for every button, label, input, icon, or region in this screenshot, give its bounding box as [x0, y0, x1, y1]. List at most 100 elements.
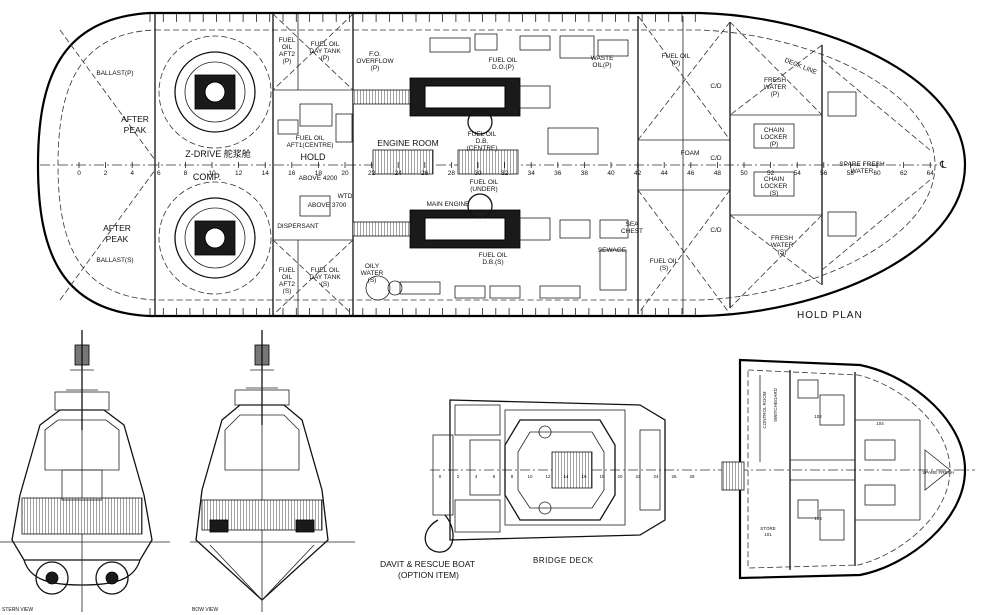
frame-number: 28: [448, 170, 456, 177]
bridge-frame-number: 18: [599, 474, 605, 479]
z-drive-label: Z-DRIVE 舵浆舱: [185, 148, 251, 159]
davit-label-2: (OPTION ITEM): [398, 570, 459, 580]
fw-s-3: (S): [778, 249, 787, 256]
frame-number: 64: [927, 170, 935, 177]
fo-aft2-p-4: (P): [283, 58, 292, 65]
bridge-frame-number: 10: [527, 474, 533, 479]
cl-p-2: LOCKER: [761, 134, 788, 141]
fo-do-p-1: FUEL OIL: [489, 57, 518, 64]
bridge-frame-number: 14: [563, 474, 569, 479]
bridge-frame-number: 4: [475, 474, 478, 479]
frame-number: 60: [873, 170, 881, 177]
fo-aft2-s-4: (S): [283, 288, 292, 295]
hold-plan-labels: BALLAST(P) BALLAST(S) AFTER PEAK AFTER P…: [96, 37, 885, 295]
frame-number: 10: [208, 170, 216, 177]
fo-aft2-p-3: AFT2: [279, 51, 295, 58]
frame-number: 30: [474, 170, 482, 177]
stern-view-label: STERN VIEW: [2, 607, 33, 613]
after-peak-top-l2: PEAK: [124, 125, 147, 135]
cd-label-1: C/D: [710, 83, 722, 90]
fw-p-3: (P): [771, 91, 780, 98]
bridge-frame-number: 28: [689, 474, 695, 479]
frame-number: 38: [581, 170, 589, 177]
bridge-frame-number: 24: [653, 474, 659, 479]
after-peak-top-l1: AFTER: [121, 114, 149, 124]
fw-s-2: WATER: [771, 242, 794, 249]
fo-day-s-1: FUEL OIL: [311, 267, 340, 274]
frame-number: 42: [634, 170, 642, 177]
fw-p-2: WATER: [764, 84, 787, 91]
frame-number: 0: [77, 170, 81, 177]
z-drive-port: [158, 35, 272, 149]
fw-p-1: FRESH: [764, 77, 786, 84]
frame-number: 22: [368, 170, 376, 177]
frame-number: 24: [395, 170, 403, 177]
frame-number: 52: [767, 170, 775, 177]
fo-aft2-p-1: FUEL: [279, 37, 296, 44]
control-room-label: CONTROL ROOM: [762, 391, 767, 428]
fo-db-3: (CENTRE): [466, 145, 497, 152]
room-101: 101: [764, 532, 772, 537]
frame-number: 8: [184, 170, 188, 177]
fo-fwd-p-2: (P): [672, 60, 681, 67]
fo-aft2-p-2: OIL: [282, 44, 293, 51]
frame-number: 56: [820, 170, 828, 177]
main-deck-plan: STORE 101 102 103 104 SWITCHBOARD CONTRO…: [720, 358, 975, 580]
spare-fw-2: WATER: [851, 168, 874, 175]
generator-1: [372, 149, 434, 175]
fw-s-1: FRESH: [771, 235, 793, 242]
frame-number: 58: [847, 170, 855, 177]
above-3700-label: ABOVE 3700: [308, 202, 347, 209]
oily-water-1: OILY: [365, 263, 380, 270]
shaft-starboard: [352, 221, 414, 237]
spare-fw-1: SPARE FRESH: [839, 161, 885, 168]
fo-do-p-2: D.O.(P): [492, 64, 514, 71]
frame-number: 4: [130, 170, 134, 177]
deck-line: [57, 29, 936, 301]
ballast-p-label: BALLAST(P): [96, 70, 133, 77]
frame-number: 62: [900, 170, 908, 177]
fo-under-2: (UNDER): [470, 186, 497, 193]
fo-day-p-3: (P): [321, 55, 330, 62]
z-drive-starboard: [158, 181, 272, 295]
frame-number: 44: [661, 170, 669, 177]
frame-number: 40: [607, 170, 615, 177]
bridge-frame-number: 12: [545, 474, 551, 479]
above-4200-label: ABOVE 4200: [299, 175, 338, 182]
room-103: 103: [814, 516, 822, 521]
fo-day-p-1: FUEL OIL: [311, 41, 340, 48]
frame-number: 34: [528, 170, 536, 177]
hold-label: HOLD: [300, 152, 326, 162]
frame-number: 50: [740, 170, 748, 177]
frame-number: 14: [262, 170, 270, 177]
fo-fwd-s-1: FUEL OIL: [650, 258, 679, 265]
cl-s-2: LOCKER: [761, 183, 788, 190]
frame-number: 46: [687, 170, 695, 177]
frame-number: 26: [421, 170, 429, 177]
frame-number: 16: [288, 170, 296, 177]
cd-label-3: C/D: [710, 227, 722, 234]
frame-number: 36: [554, 170, 562, 177]
fo-db-1: FUEL OIL: [468, 131, 497, 138]
fo-aft2-s-2: OIL: [282, 274, 293, 281]
bridge-deck-title: BRIDGE DECK: [533, 556, 594, 565]
waste-oil-1: WASTE: [591, 55, 615, 62]
dispersant-label: DISPERSANT: [277, 223, 319, 230]
after-peak-bottom-l2: PEAK: [106, 234, 129, 244]
hold-plan: BALLAST(P) BALLAST(S) AFTER PEAK AFTER P…: [36, 11, 967, 321]
oily-water-2: WATER: [361, 270, 384, 277]
frame-number: 2: [104, 170, 108, 177]
sea-chest-1: SEA: [625, 221, 639, 228]
store-label: STORE: [760, 526, 775, 531]
fo-dbs-1: FUEL OIL: [479, 252, 508, 259]
fo-aft1-1: FUEL OIL: [296, 135, 325, 142]
engine-room-equipment: [277, 33, 857, 301]
fo-fwd-s-2: (S): [660, 265, 669, 272]
fo-fwd-p-1: FUEL OIL: [662, 53, 691, 60]
tank-diagonals: [59, 13, 931, 316]
fo-db-2: D.B.: [476, 138, 489, 145]
bridge-frame-number: 26: [671, 474, 677, 479]
